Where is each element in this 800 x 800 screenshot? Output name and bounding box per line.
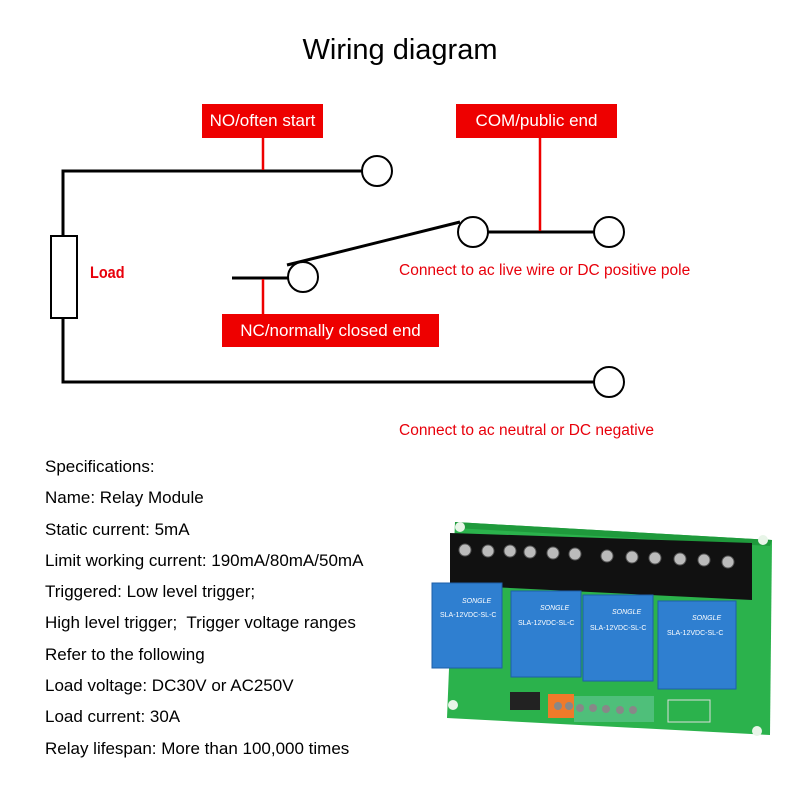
spec-line: Refer to the following: [45, 644, 205, 664]
spec-line: Relay lifespan: More than 100,000 times: [45, 738, 350, 758]
svg-text:SONGLE: SONGLE: [540, 605, 570, 612]
neutral-terminal: [593, 366, 625, 398]
spec-line: High level trigger; Trigger voltage rang…: [45, 613, 356, 633]
live-terminal: [593, 216, 625, 248]
no-label: NO/often start: [202, 104, 323, 138]
spec-line: Limit working current: 190mA/80mA/50mA: [45, 550, 364, 570]
com-terminal: [457, 216, 489, 248]
no-wire: [61, 169, 362, 236]
svg-text:SLA-12VDC-SL-C: SLA-12VDC-SL-C: [518, 620, 574, 627]
svg-text:SONGLE: SONGLE: [612, 609, 642, 616]
relay-module-image: SLA-12VDC-SL-C SLA-12VDC-SL-C SLA-12VDC-…: [431, 522, 772, 736]
no-terminal: [361, 155, 393, 187]
spec-line: Triggered: Low level trigger;: [45, 582, 256, 602]
neutral-note: Connect to ac neutral or DC negative: [399, 422, 655, 439]
svg-text:SLA-12VDC-SL-C: SLA-12VDC-SL-C: [440, 612, 496, 619]
spec-line: Static current: 5mA: [45, 519, 190, 539]
specifications: Specifications: Name: Relay Module Stati…: [45, 456, 363, 769]
svg-text:SONGLE: SONGLE: [462, 598, 492, 605]
spec-line: Load current: 30A: [45, 707, 181, 727]
live-note: Connect to ac live wire or DC positive p…: [399, 262, 691, 279]
svg-text:SLA-12VDC-SL-C: SLA-12VDC-SL-C: [667, 630, 723, 637]
neutral-wire: [61, 318, 594, 384]
nc-terminal: [287, 261, 319, 293]
svg-text:SLA-12VDC-SL-C: SLA-12VDC-SL-C: [590, 625, 646, 632]
page-title: Wiring diagram: [302, 34, 498, 66]
spec-line: Load voltage: DC30V or AC250V: [45, 676, 294, 696]
com-label: COM/public end: [456, 104, 617, 138]
load-label: Load: [90, 263, 125, 282]
spec-heading: Specifications:: [45, 457, 155, 476]
nc-label: NC/normally closed end: [222, 314, 439, 347]
switch-arm: [286, 220, 461, 267]
load-resistor: [50, 235, 78, 319]
spec-line: Name: Relay Module: [45, 488, 204, 508]
svg-text:SONGLE: SONGLE: [692, 615, 722, 622]
